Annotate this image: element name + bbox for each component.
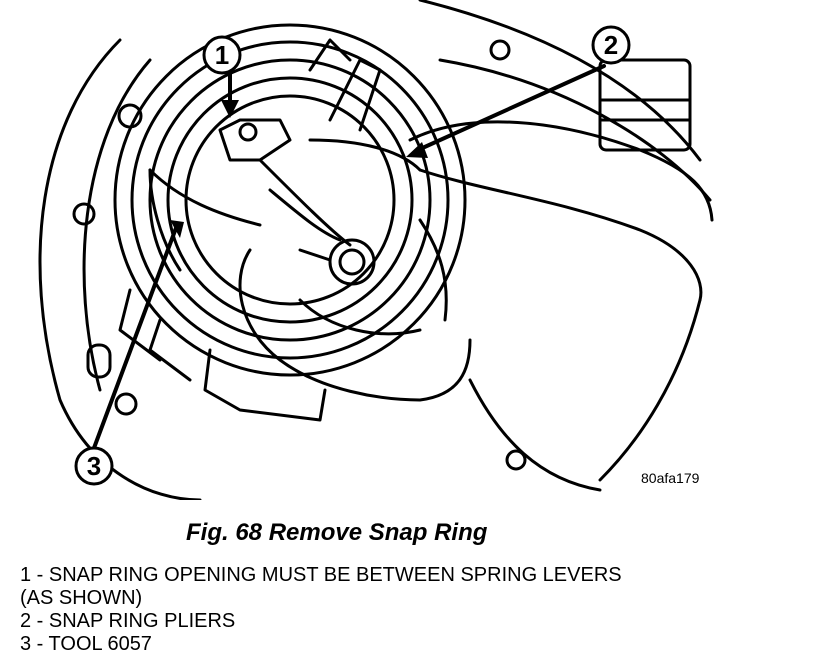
legend-item-1: 1 - SNAP RING OPENING MUST BE BETWEEN SP… [20, 564, 622, 586]
hands [238, 120, 714, 402]
legend-item-3: 3 - TOOL 6057 [20, 633, 152, 655]
callout-3: 3 [74, 446, 114, 486]
svg-text:1: 1 [215, 40, 229, 70]
clutch-pack [113, 23, 467, 422]
svg-text:2: 2 [604, 30, 618, 60]
legend: 1 - SNAP RING OPENING MUST BE BETWEEN SP… [20, 564, 810, 656]
leader-arrows [92, 64, 606, 450]
legend-item-2: 2 - SNAP RING PLIERS [20, 610, 236, 632]
svg-text:3: 3 [87, 451, 101, 481]
snap-ring-pliers [148, 118, 422, 247]
figure-code: 80afa179 [641, 470, 700, 486]
callout-2: 2 [591, 25, 631, 65]
tool-6057 [148, 168, 376, 286]
snap-ring-removal-illustration: 1 2 3 [38, 0, 714, 500]
arrow-heads [170, 100, 428, 238]
figure-caption: Fig. 68 Remove Snap Ring [186, 519, 488, 546]
legend-item-1-continued: (AS SHOWN) [20, 587, 143, 609]
callout-1: 1 [202, 35, 242, 75]
